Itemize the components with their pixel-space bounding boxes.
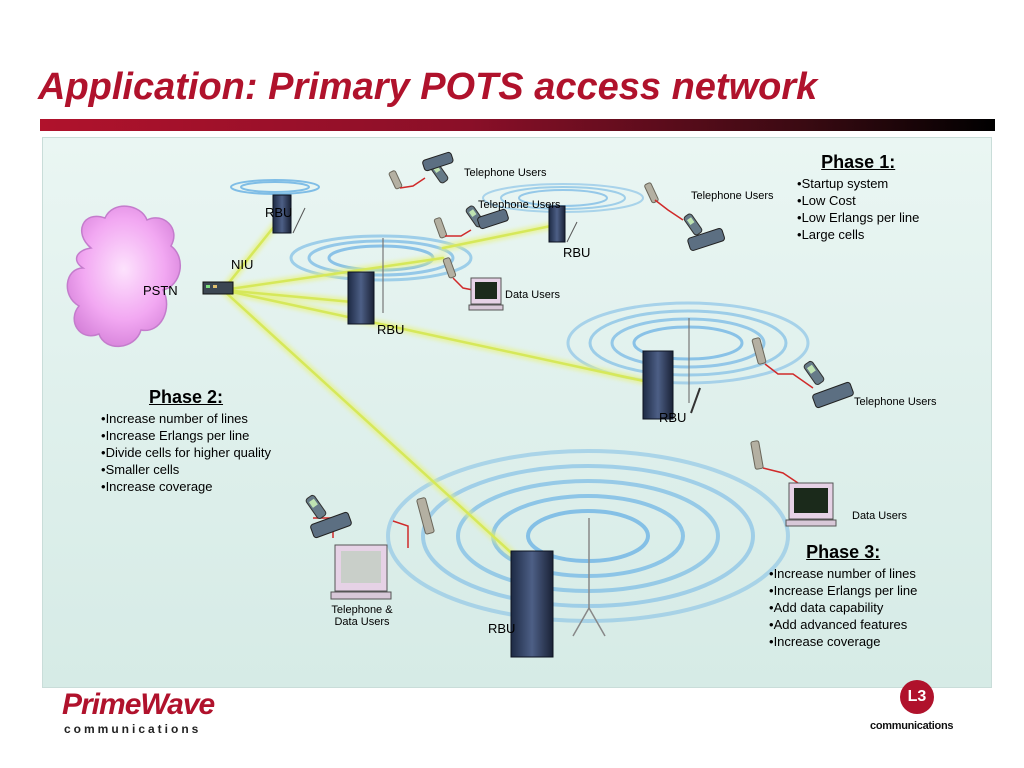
telephone-users-label-mid: Telephone Users (478, 199, 561, 211)
phase3-item: Increase coverage (769, 633, 917, 650)
title-underline-bar (40, 119, 995, 131)
telephone-bottom-left (305, 494, 327, 519)
phase2-item: Increase number of lines (101, 410, 271, 427)
phase2-item: Divide cells for higher quality (101, 444, 271, 461)
phase3-item: Increase number of lines (769, 565, 917, 582)
phase1-item: Low Cost (797, 192, 919, 209)
rbu-rack-top-left (272, 194, 306, 234)
rbu-label-center: RBU (377, 322, 405, 337)
phase3-item: Add advanced features (769, 616, 917, 633)
telephone-data-users-label: Telephone & Data Users (331, 604, 393, 628)
phase1-list: Startup system Low Cost Low Erlangs per … (797, 175, 920, 243)
phase1-item: Startup system (797, 175, 919, 192)
l3-logo: L3 communications (866, 680, 970, 740)
phase2-panel: Phase 2: Increase number of lines Increa… (101, 387, 271, 495)
pstn-cloud (66, 205, 181, 348)
phase3-list: Increase number of lines Increase Erlang… (769, 565, 918, 650)
l3-wordmark: communications (870, 720, 954, 732)
phase2-list: Increase number of lines Increase Erlang… (101, 410, 271, 495)
cell-ring-bottom (386, 449, 790, 623)
telephone-devices (305, 151, 854, 539)
network-diagram: PSTN NIU RBU RBU RBU RBU RBU Telephone U… (42, 137, 992, 688)
niu-label: NIU (231, 257, 254, 272)
niu-device (202, 281, 234, 295)
phase1-item: Large cells (797, 226, 919, 243)
phase3-item: Add data capability (769, 599, 917, 616)
backhaul-links (219, 214, 657, 572)
rbu-label-top-right: RBU (563, 245, 591, 260)
telephone-users-label-top: Telephone Users (464, 167, 547, 179)
phase2-item: Increase Erlangs per line (101, 427, 271, 444)
data-users-label-right: Data Users (852, 510, 908, 522)
computer-right (785, 482, 837, 527)
phase2-item: Smaller cells (101, 461, 271, 478)
phase2-item: Increase coverage (101, 478, 271, 495)
primewave-wordmark: PrimeWave (62, 688, 215, 721)
phase3-panel: Phase 3: Increase number of lines Increa… (769, 542, 918, 650)
computer-bottom-left (330, 544, 392, 600)
phase1-panel: Phase 1: Startup system Low Cost Low Erl… (797, 152, 920, 243)
pstn-label: PSTN (143, 283, 178, 298)
subscriber-antennas (388, 170, 767, 535)
cell-ring-top-left (230, 179, 320, 195)
primewave-subtitle: communications (64, 722, 202, 736)
phase2-heading: Phase 2: (148, 387, 224, 407)
phase1-heading: Phase 1: (821, 152, 896, 172)
rbu-label-top-left: RBU (265, 205, 293, 220)
rbu-rack-center (347, 238, 384, 325)
phase1-item: Low Erlangs per line (797, 209, 920, 226)
network-diagram-svg (66, 151, 854, 658)
telephone-users-label-right: Telephone Users (691, 190, 774, 202)
rbu-label-mid-right: RBU (659, 410, 687, 425)
l3-badge: L3 (900, 680, 934, 714)
page-title: Application: Primary POTS access network (38, 66, 818, 108)
rbu-label-bottom: RBU (488, 621, 516, 636)
rbu-rack-bottom (510, 518, 606, 658)
primewave-logo: PrimeWave communications (62, 688, 215, 737)
computer-mid (468, 277, 504, 311)
telephone-far-right (803, 360, 825, 385)
rbu-rack-top-right (548, 205, 578, 243)
phase3-heading: Phase 3: (806, 542, 881, 562)
cell-ring-mid-right (566, 301, 810, 385)
phase3-item: Increase Erlangs per line (769, 582, 918, 599)
data-users-label-mid: Data Users (505, 289, 561, 301)
telephone-mid-desk (477, 208, 509, 230)
telephone-right (683, 213, 703, 236)
telephone-users-label-far-right: Telephone Users (854, 396, 937, 408)
rbu-rack-mid-right (642, 318, 701, 420)
